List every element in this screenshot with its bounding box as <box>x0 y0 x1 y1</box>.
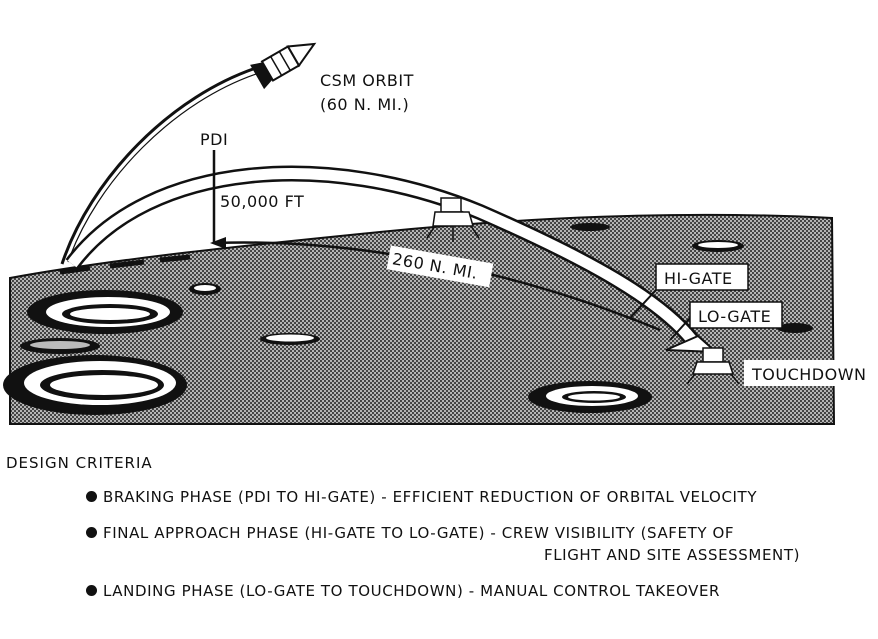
csm-orbit-altitude-label: (60 N. MI.) <box>320 95 409 114</box>
pdi-label: PDI <box>200 130 228 149</box>
hi-gate-label: HI-GATE <box>664 269 733 288</box>
design-criteria-title: DESIGN CRITERIA <box>6 454 153 472</box>
csm-spacecraft-icon <box>250 42 317 90</box>
csm-orbit-label: CSM ORBIT <box>320 71 414 90</box>
lo-gate-label: LO-GATE <box>698 307 771 326</box>
altitude-label: 50,000 FT <box>220 192 304 211</box>
bullet-icon <box>86 585 97 596</box>
criteria-item-final-approach-continuation: FLIGHT AND SITE ASSESSMENT) <box>544 546 801 564</box>
criteria-item-final-approach: FINAL APPROACH PHASE (HI-GATE TO LO-GATE… <box>86 524 734 542</box>
lunar-module-landed-icon <box>686 347 740 385</box>
lunar-module-icon <box>426 197 480 242</box>
bullet-icon <box>86 491 97 502</box>
lunar-surface <box>9 213 836 425</box>
criteria-item-landing: LANDING PHASE (LO-GATE TO TOUCHDOWN) - M… <box>86 582 720 600</box>
lunar-landing-diagram: CSM ORBIT (60 N. MI.) PDI 50,000 FT 260 … <box>3 42 866 425</box>
criteria-item-braking: BRAKING PHASE (PDI TO HI-GATE) - EFFICIE… <box>86 488 757 506</box>
craters <box>3 223 813 415</box>
csm-orbit-path <box>60 64 263 265</box>
touchdown-label: TOUCHDOWN <box>751 365 866 384</box>
bullet-icon <box>86 527 97 538</box>
